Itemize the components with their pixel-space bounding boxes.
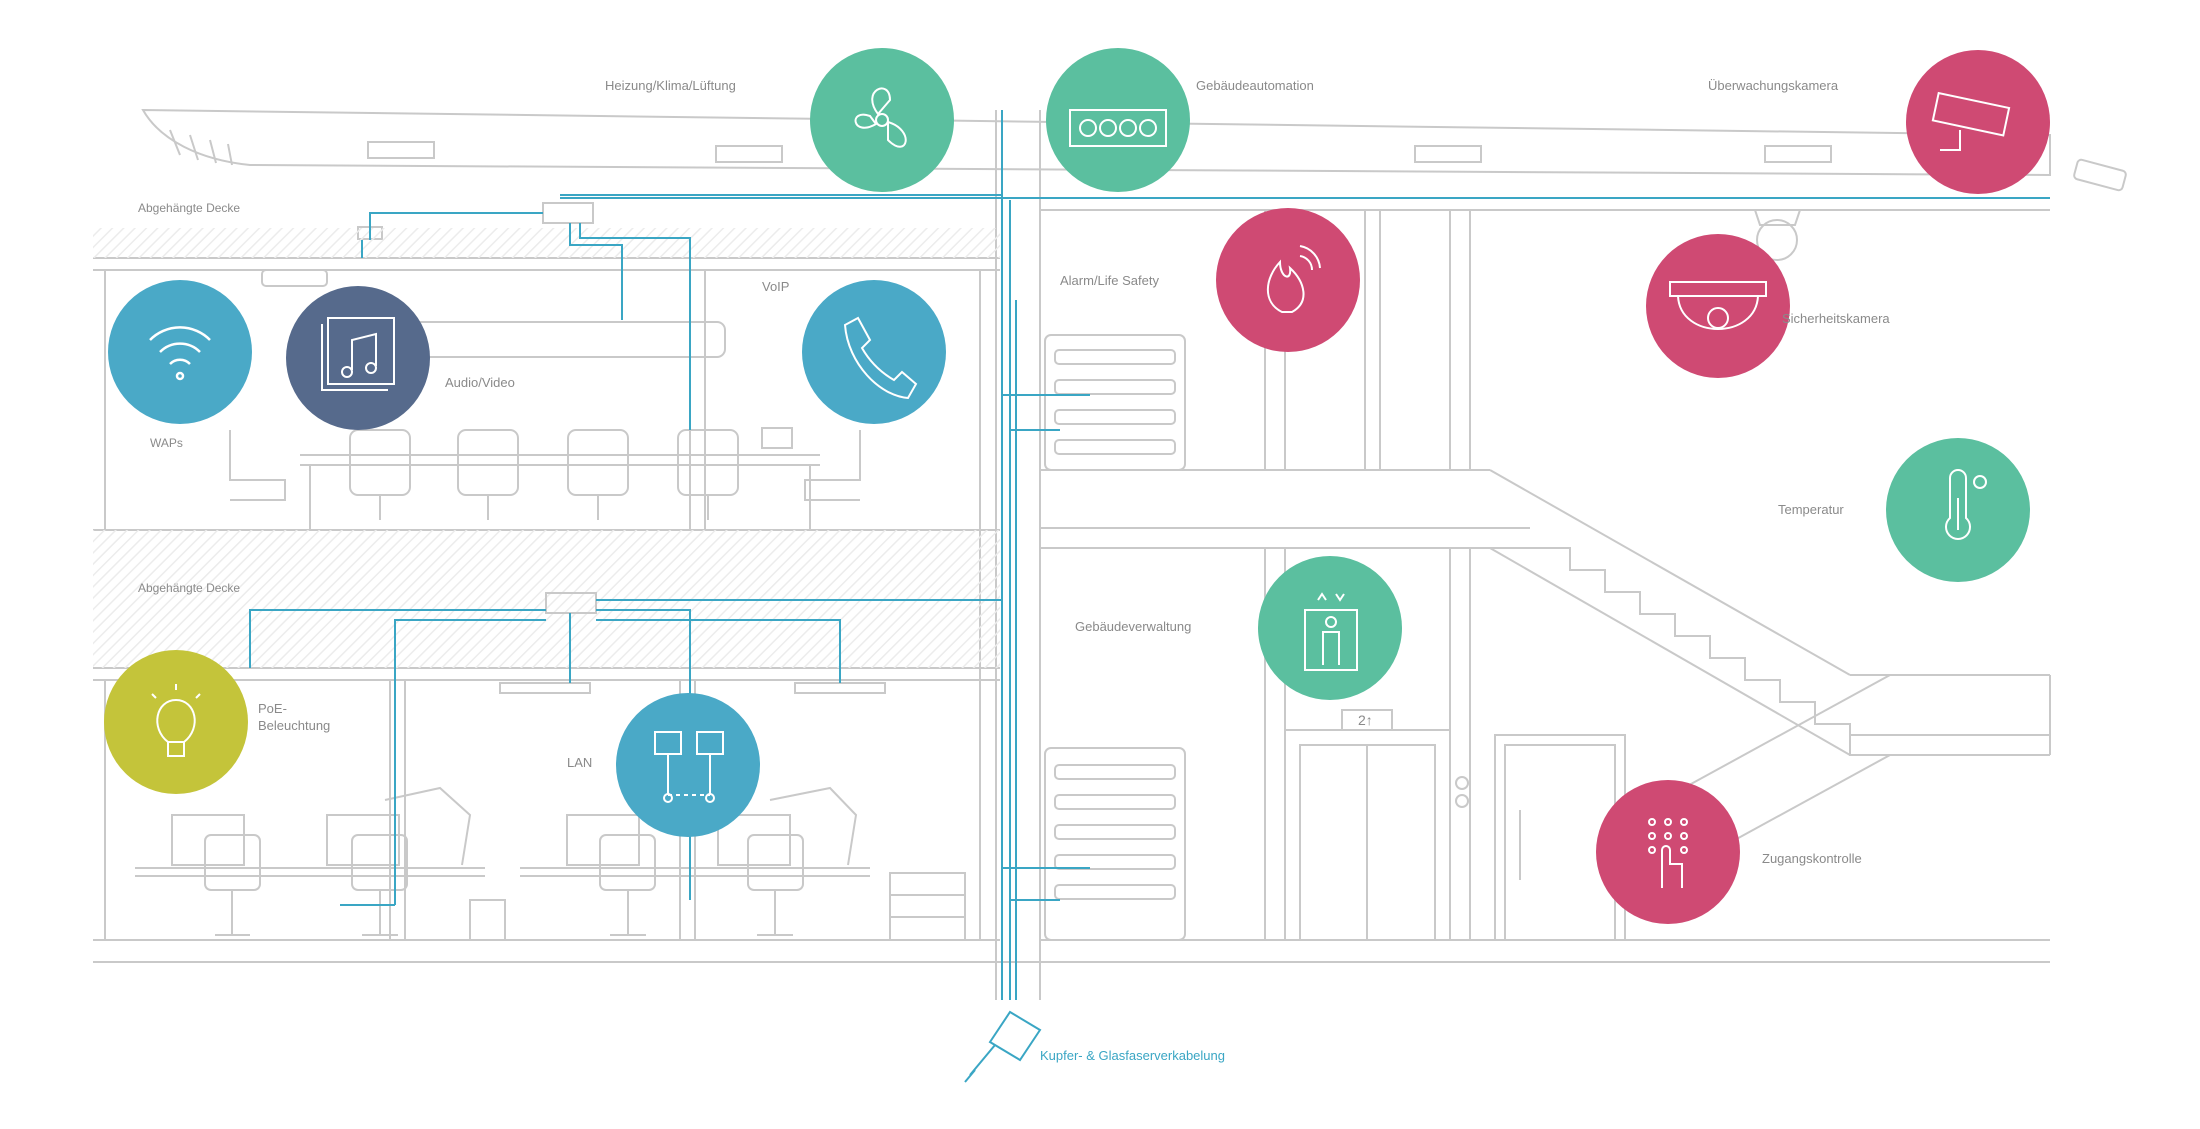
- label-building-management: Gebäudeverwaltung: [1075, 619, 1192, 634]
- label-voip: VoIP: [762, 279, 790, 294]
- building-automation-circle: [1046, 48, 1190, 192]
- alarm-circle: [1216, 208, 1360, 352]
- surveillance-camera-circle: [1906, 50, 2050, 194]
- lightbulb-icon: [151, 684, 201, 757]
- label-waps: WAPs: [150, 436, 183, 450]
- thermometer-icon: [1945, 469, 1987, 540]
- hvac-circle: [810, 48, 954, 192]
- server-rack: [1044, 747, 1186, 941]
- audio-video-circle: [286, 286, 430, 430]
- temperature-circle: [1886, 438, 2030, 582]
- security-camera-circle: [1646, 234, 1790, 378]
- label-alarm: Alarm/Life Safety: [1060, 273, 1159, 288]
- lan-circle: [616, 693, 760, 837]
- elevator-icon: [1304, 592, 1358, 671]
- music-note-icon: [321, 317, 395, 391]
- fan-icon: [854, 87, 907, 148]
- waps-circle: [108, 280, 252, 424]
- suspended-ceiling-top: [93, 228, 1000, 258]
- label-lan: LAN: [567, 755, 593, 770]
- wifi-icon: [149, 326, 211, 381]
- dome-camera-icon: [1669, 281, 1767, 330]
- label-cabling: Kupfer- & Glasfaserverkabelung: [1040, 1048, 1225, 1063]
- poe-lighting-circle: [104, 650, 248, 794]
- network-icon: [654, 731, 724, 803]
- access-control-circle: [1596, 780, 1740, 924]
- voip-circle: [802, 280, 946, 424]
- ethernet-plug-icon: [964, 1010, 1042, 1083]
- label-temperature: Temperatur: [1778, 502, 1844, 517]
- staircase: [1530, 547, 2050, 756]
- keypad-icon: [1648, 818, 1688, 888]
- flame-icon: [1266, 245, 1321, 313]
- building-management-circle: [1258, 556, 1402, 700]
- hvac-duct: [141, 108, 2051, 177]
- label-suspended-ceiling-top: Abgehängte Decke: [138, 201, 241, 215]
- cctv-camera-icon: [1931, 91, 2011, 151]
- phone-icon: [843, 316, 918, 400]
- alarm-rack: [1044, 334, 1186, 471]
- label-audio-video: Audio/Video: [445, 375, 515, 390]
- label-poe-lighting: PoE-Beleuchtung: [258, 701, 331, 733]
- label-security-camera: Sicherheitskamera: [1782, 311, 1890, 326]
- label-building-automation: Gebäudeautomation: [1196, 78, 1314, 93]
- label-hvac: Heizung/Klima/Lüftung: [605, 78, 736, 93]
- elevator-display-frame: [1341, 709, 1393, 731]
- control-panel-icon: [1069, 109, 1167, 147]
- elevator-display: 2↑: [1358, 712, 1373, 728]
- label-access-control: Zugangskontrolle: [1762, 851, 1862, 866]
- label-surveillance-camera: Überwachungskamera: [1708, 78, 1839, 93]
- cabling-network: [249, 110, 2050, 1000]
- label-suspended-ceiling-bottom: Abgehängte Decke: [138, 581, 241, 595]
